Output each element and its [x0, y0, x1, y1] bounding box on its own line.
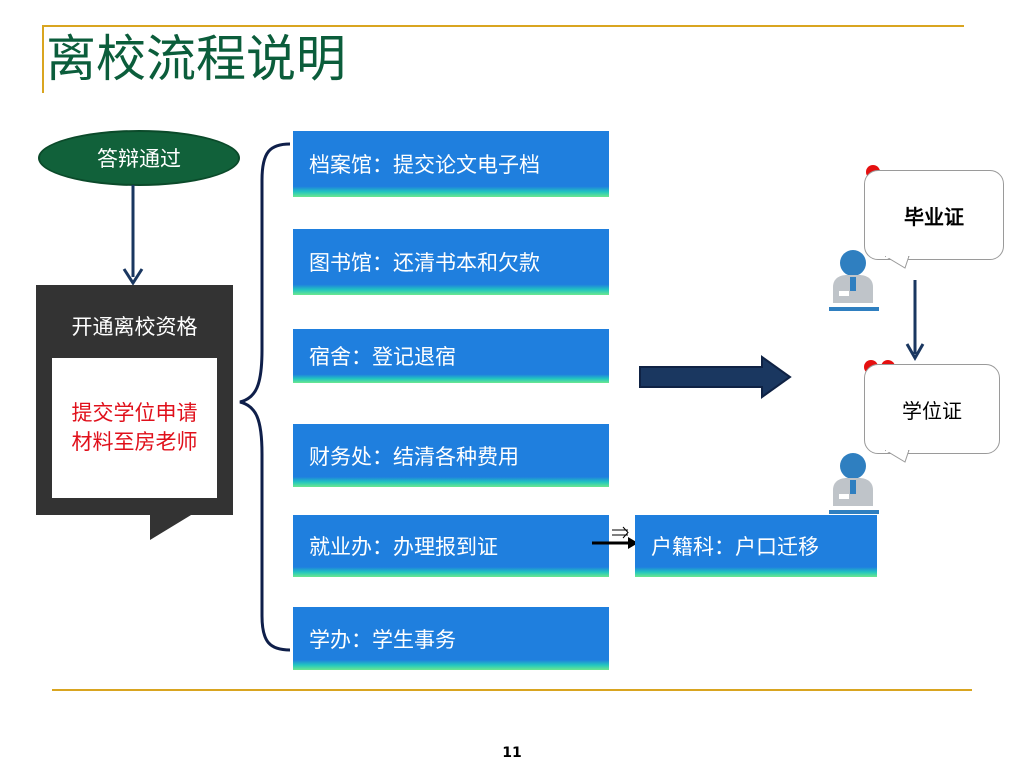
down-arrow-to-qualification	[122, 185, 144, 286]
step-finance: 财务处：结清各种费用	[293, 424, 609, 487]
title-left-rule	[42, 25, 44, 93]
callout-tail	[150, 512, 196, 540]
callout-note-text: 提交学位申请材料至房老师	[71, 401, 198, 454]
person-icon-degree	[829, 453, 879, 514]
bubble-tail	[885, 256, 910, 269]
title-top-rule	[42, 25, 964, 27]
degree-certificate-bubble: 学位证	[864, 364, 1000, 454]
graduation-certificate-label: 毕业证	[904, 204, 964, 229]
down-arrow-to-degree	[905, 280, 925, 362]
callout-title: 开通离校资格	[71, 315, 198, 339]
step-household-registration: 户籍科：户口迁移	[635, 515, 877, 577]
person-icon-graduation	[829, 250, 879, 311]
footer-rule	[52, 689, 972, 691]
page-title: 离校流程说明	[46, 30, 346, 88]
step-finance-label: 财务处：结清各种费用	[309, 444, 519, 469]
step-library: 图书馆：还清书本和欠款	[293, 229, 609, 295]
small-arrow-to-household	[592, 526, 638, 549]
step-archive: 档案馆：提交论文电子档	[293, 131, 609, 197]
step-household-label: 户籍科：户口迁移	[651, 535, 819, 559]
start-node-thesis-passed: 答辩通过	[38, 130, 240, 186]
step-student-affairs: 学办：学生事务	[293, 607, 609, 670]
bubble-tail	[885, 450, 910, 463]
step-archive-label: 档案馆：提交论文电子档	[309, 153, 540, 177]
callout-note-box: 提交学位申请材料至房老师	[52, 358, 217, 498]
left-curly-brace	[239, 142, 291, 652]
step-employment: 就业办：办理报到证	[293, 515, 609, 577]
step-library-label: 图书馆：还清书本和欠款	[309, 251, 540, 275]
page-number: 11	[502, 745, 522, 761]
degree-certificate-label: 学位证	[902, 398, 962, 423]
step-dormitory: 宿舍：登记退宿	[293, 329, 609, 383]
step-student-affairs-label: 学办：学生事务	[309, 627, 456, 652]
graduation-certificate-bubble: 毕业证	[864, 170, 1004, 260]
step-employment-label: 就业办：办理报到证	[309, 535, 498, 559]
step-dormitory-label: 宿舍：登记退宿	[309, 345, 456, 369]
block-arrow-to-certificates	[639, 355, 792, 399]
